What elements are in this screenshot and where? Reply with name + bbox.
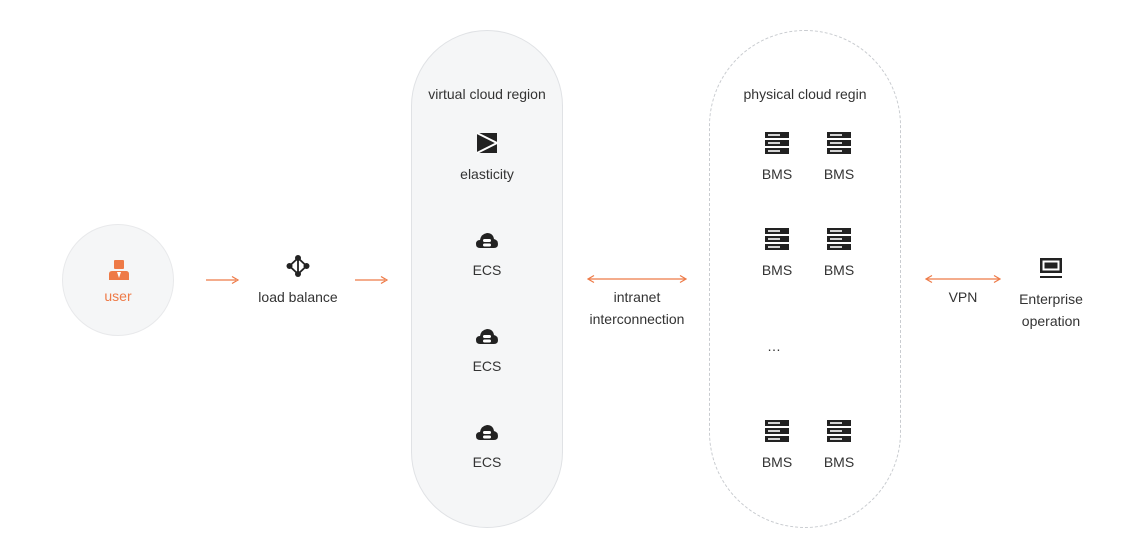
- bms-server-icon: [827, 228, 851, 250]
- bms-label: BMS: [761, 454, 793, 470]
- bms-server-icon: [765, 228, 789, 250]
- physical-region-title: physical cloud regin: [743, 86, 867, 102]
- arrow-lb-to-virtual: [355, 275, 389, 285]
- load-balance-icon: [286, 255, 310, 277]
- ecs-label: ECS: [472, 454, 502, 470]
- bms-server-icon: [765, 132, 789, 154]
- vpn-double-arrow: [925, 274, 1001, 284]
- virtual-cloud-region: virtual cloud region elasticity ECS ECS …: [411, 30, 563, 528]
- user-label: user: [104, 288, 132, 304]
- ecs-icon: [476, 425, 498, 440]
- user-icon: [109, 260, 129, 280]
- virtual-region-title: virtual cloud region: [428, 86, 546, 102]
- intranet-label-line1: intranet: [613, 289, 661, 305]
- ecs-label: ECS: [472, 358, 502, 374]
- bms-server-icon: [827, 420, 851, 442]
- elasticity-icon: [476, 132, 499, 154]
- arrow-user-to-lb: [206, 275, 240, 285]
- bms-server-icon: [765, 420, 789, 442]
- vpn-label: VPN: [948, 289, 978, 305]
- bms-server-icon: [827, 132, 851, 154]
- enterprise-label-line2: operation: [1021, 313, 1081, 329]
- user-node: user: [62, 224, 174, 336]
- bms-label: BMS: [823, 454, 855, 470]
- bms-label: BMS: [761, 262, 793, 278]
- intranet-label-line2: interconnection: [589, 311, 685, 327]
- monitor-icon: [1040, 258, 1062, 278]
- ecs-label: ECS: [472, 262, 502, 278]
- bms-label: BMS: [761, 166, 793, 182]
- bms-label: BMS: [823, 262, 855, 278]
- ecs-icon: [476, 329, 498, 344]
- more-servers-ellipsis: …: [767, 338, 783, 354]
- elasticity-label: elasticity: [460, 166, 514, 182]
- enterprise-label-line1: Enterprise: [1019, 291, 1083, 307]
- bms-label: BMS: [823, 166, 855, 182]
- ecs-icon: [476, 233, 498, 248]
- load-balance-label: load balance: [258, 289, 338, 305]
- intranet-double-arrow: [587, 274, 687, 284]
- physical-cloud-region: physical cloud regin BMS BMS BMS BMS … B…: [709, 30, 901, 528]
